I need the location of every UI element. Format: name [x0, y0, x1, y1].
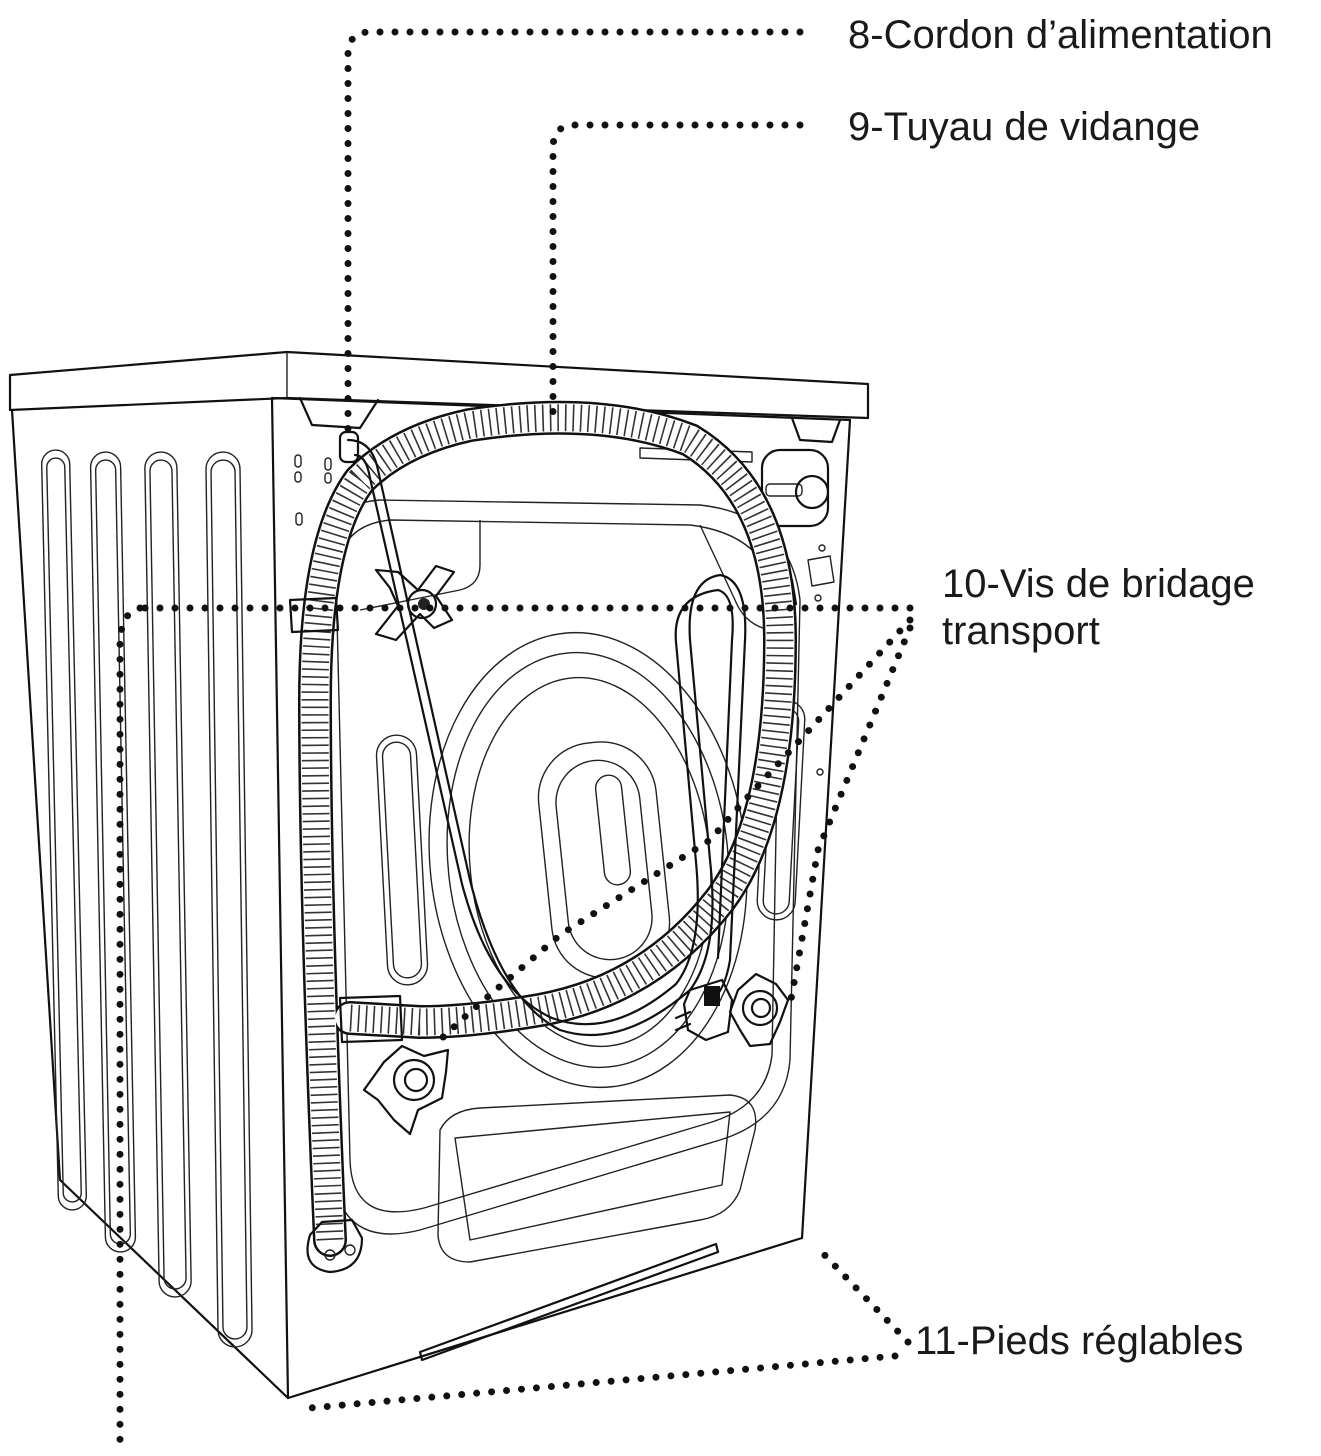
top-bracket-left [298, 396, 380, 430]
label-power-cord: 8-Cordon d’alimentation [848, 13, 1273, 57]
leader-transport-bolts-left [116, 604, 144, 1450]
power-plug [674, 978, 734, 1042]
leader-lines [116, 28, 914, 1450]
leader-feet-right [811, 1241, 912, 1346]
top-bracket-right [790, 416, 842, 444]
transport-bolt-bottom-left [362, 1044, 450, 1136]
label-transport-bolts-line2: transport [942, 609, 1100, 653]
leader-transport-bolts-right [786, 624, 914, 1009]
leader-power-cord [344, 28, 804, 440]
washing-machine-body [8, 350, 870, 1400]
side-panel-ribs [40, 449, 253, 1348]
leader-drain-hose [549, 121, 804, 422]
transport-bolt-bottom-right [728, 972, 790, 1048]
label-adjustable-feet: 11-Pieds réglables [915, 1319, 1244, 1363]
water-inlet-valve [760, 448, 830, 528]
bottom-slot [418, 1242, 720, 1362]
label-transport-bolts: 10-Vis de bridage transport [942, 561, 1255, 655]
transport-bolt-top-left [374, 564, 456, 642]
label-drain-hose: 9-Tuyau de vidange [848, 105, 1201, 149]
top-panel [8, 350, 870, 420]
drain-hose [288, 400, 797, 1274]
leader-transport-bolts-inner [436, 616, 914, 1044]
label-transport-bolts-line1: 10-Vis de bridage [942, 562, 1255, 606]
